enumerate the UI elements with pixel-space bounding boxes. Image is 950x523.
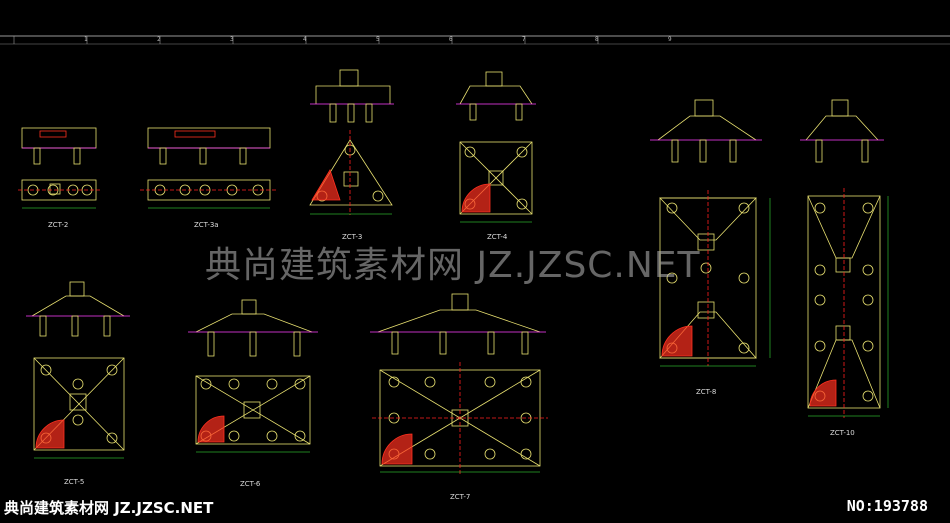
footing-zct-10 xyxy=(800,99,884,418)
watermark-text: 典尚建筑素材网 JZ.JZSC.NET xyxy=(205,245,701,286)
label-zct-6: ZCT-6 xyxy=(240,480,261,488)
label-zct-7: ZCT-7 xyxy=(450,493,471,501)
ruler-number: 4 xyxy=(303,36,307,43)
label-zct-8: ZCT-8 xyxy=(696,388,717,396)
footing-zct-6 xyxy=(188,299,318,445)
footing-zct-2 xyxy=(18,127,100,209)
ruler-number: 6 xyxy=(449,36,453,43)
ruler-ticks xyxy=(13,36,599,44)
footing-zct-8 xyxy=(650,99,762,366)
label-zct-10: ZCT-10 xyxy=(830,429,855,437)
label-zct-3: ZCT-3 xyxy=(342,233,363,241)
label-zct-4: ZCT-4 xyxy=(487,233,508,241)
label-zct-3a: ZCT-3a xyxy=(194,221,219,229)
label-zct-5: ZCT-5 xyxy=(64,478,85,486)
label-zct-2: ZCT-2 xyxy=(48,221,69,229)
ruler-number: 3 xyxy=(230,36,234,43)
footing-zct-5 xyxy=(26,281,130,451)
footing-zct-3a xyxy=(140,127,278,209)
ruler-number: 9 xyxy=(668,36,672,43)
ruler-number: 5 xyxy=(376,36,380,43)
ruler-number: 7 xyxy=(522,36,526,43)
ruler-number: 1 xyxy=(84,36,88,43)
footer-serial-number: NO:193788 xyxy=(846,497,928,515)
ruler-number: 2 xyxy=(157,36,161,43)
footing-zct-3 xyxy=(309,69,394,215)
dimension-lines xyxy=(34,196,889,473)
footing-zct-4 xyxy=(456,71,536,215)
footer-site-name: 典尚建筑素材网 JZ.JZSC.NET xyxy=(4,499,214,517)
footing-zct-7 xyxy=(370,293,548,474)
ruler-number: 8 xyxy=(595,36,599,43)
